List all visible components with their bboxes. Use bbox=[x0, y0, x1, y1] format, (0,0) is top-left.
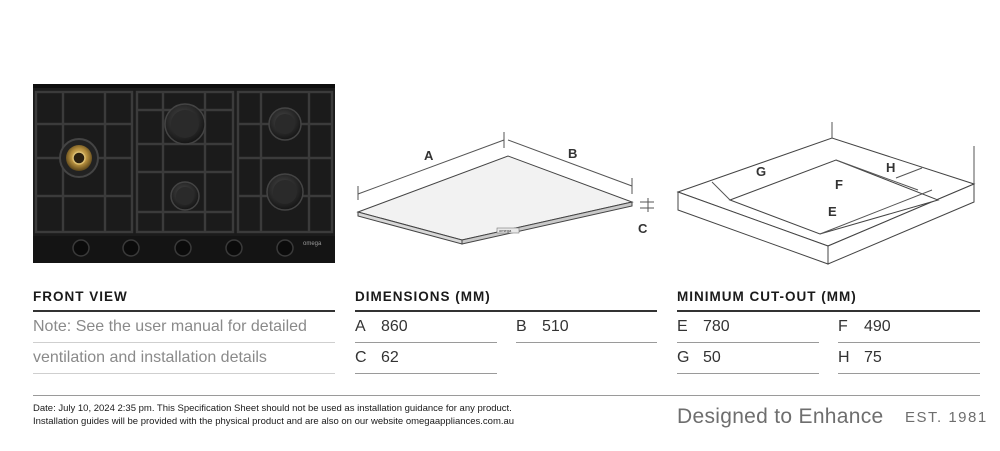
dimension-value: 860 bbox=[381, 318, 408, 335]
front-view-note-line2: ventilation and installation details bbox=[33, 349, 267, 366]
cutout-label-g: G bbox=[756, 164, 766, 179]
dimension-a: A 860 bbox=[355, 312, 408, 342]
cutout-key: G bbox=[677, 349, 690, 366]
disclaimer-line2: Installation guides will be provided wit… bbox=[33, 416, 515, 427]
cutout-key: H bbox=[838, 349, 850, 366]
cutout-g: G 50 bbox=[677, 343, 721, 373]
spec-divider bbox=[838, 342, 980, 343]
cutout-label-e: E bbox=[828, 204, 837, 219]
brand-mark: omega bbox=[303, 241, 322, 247]
dimension-key: B bbox=[516, 318, 527, 335]
cutout-rule bbox=[677, 310, 980, 312]
cutout-value: 490 bbox=[864, 318, 891, 335]
footer-rule bbox=[33, 395, 980, 396]
spec-divider bbox=[838, 373, 980, 374]
cutout-drawing: G H F E bbox=[676, 122, 976, 265]
front-view-note-line1: Note: See the user manual for detailed bbox=[33, 318, 307, 335]
cutout-value: 50 bbox=[703, 349, 721, 366]
cutout-e: E 780 bbox=[677, 312, 730, 342]
cutout-label-f: F bbox=[835, 177, 843, 192]
dimensions-drawing: omega A B C bbox=[356, 132, 654, 245]
front-view-heading: FRONT VIEW bbox=[33, 289, 128, 304]
dim-label-a: A bbox=[424, 148, 434, 163]
cutout-h: H 75 bbox=[838, 343, 882, 373]
disclaimer-line1: Date: July 10, 2024 2:35 pm. This Specif… bbox=[33, 403, 512, 414]
established-year: EST. 1981 bbox=[905, 409, 988, 426]
spec-divider bbox=[355, 373, 497, 374]
dimension-c: C 62 bbox=[355, 343, 399, 373]
dimensions-heading: DIMENSIONS (MM) bbox=[355, 289, 491, 304]
dimension-value: 510 bbox=[542, 318, 569, 335]
note-divider bbox=[33, 373, 335, 374]
cooktop-photo bbox=[33, 84, 335, 263]
spec-divider bbox=[516, 342, 657, 343]
dim-label-b: B bbox=[568, 146, 577, 161]
dimension-b: B 510 bbox=[516, 312, 569, 342]
cutout-f: F 490 bbox=[838, 312, 891, 342]
cutout-label-h: H bbox=[886, 160, 895, 175]
dimension-value: 62 bbox=[381, 349, 399, 366]
spec-divider bbox=[677, 342, 819, 343]
dimension-key: C bbox=[355, 349, 367, 366]
cutout-key: E bbox=[677, 318, 688, 335]
spec-divider bbox=[355, 342, 497, 343]
plate-logo: omega bbox=[499, 228, 512, 233]
dimension-key: A bbox=[355, 318, 366, 335]
note-divider bbox=[33, 342, 335, 343]
cutout-value: 780 bbox=[703, 318, 730, 335]
front-view-rule bbox=[33, 310, 335, 312]
dim-label-c: C bbox=[638, 221, 648, 236]
dimensions-rule bbox=[355, 310, 657, 312]
cutout-key: F bbox=[838, 318, 848, 335]
spec-divider bbox=[677, 373, 819, 374]
tagline: Designed to Enhance bbox=[677, 405, 884, 428]
cutout-heading: MINIMUM CUT-OUT (MM) bbox=[677, 289, 857, 304]
cutout-value: 75 bbox=[864, 349, 882, 366]
